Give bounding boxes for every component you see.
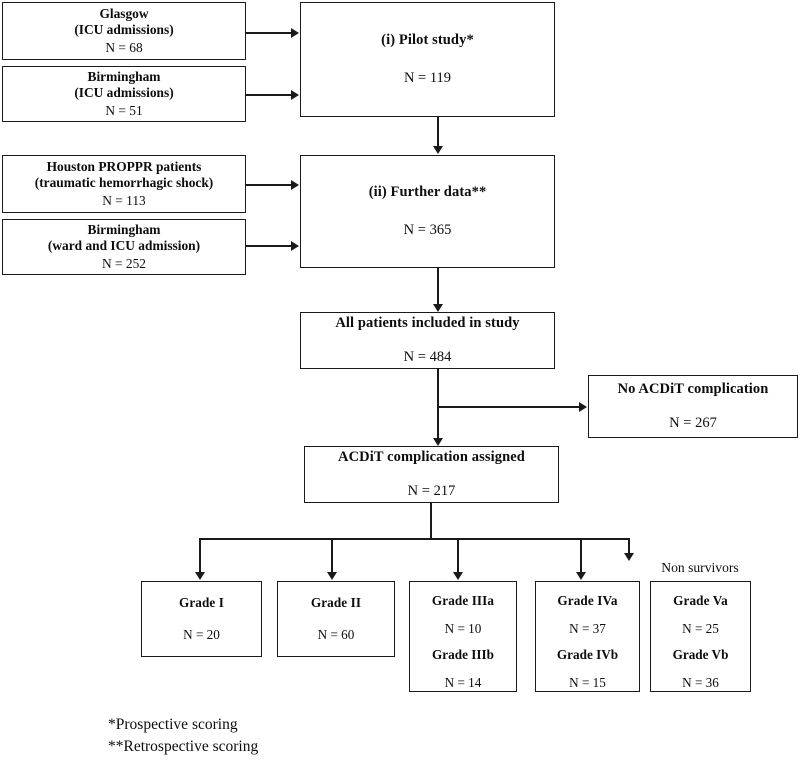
grade-box-grade-2: Grade II N = 60 <box>277 581 395 657</box>
total-title: All patients included in study <box>335 314 520 331</box>
source-line1: Glasgow <box>99 5 149 21</box>
arrowhead-down-icon <box>432 438 443 446</box>
connector-birmingham-icu-to-pilot <box>246 94 291 96</box>
grade-sub-count: N = 36 <box>682 674 719 690</box>
grade-sub-count: N = 14 <box>444 674 482 690</box>
arrowhead-down-icon <box>575 572 586 580</box>
grade-sub-count: N = 15 <box>569 674 606 690</box>
arrowhead-right-icon <box>291 240 299 251</box>
connector-further-data-to-all-patients <box>437 268 439 304</box>
connector-drop-grade-5 <box>628 538 630 553</box>
total-count: N = 484 <box>403 348 452 365</box>
source-line2: (ICU admissions) <box>74 85 174 101</box>
grade-distribution-bar <box>199 538 629 540</box>
source-line2: (ICU admissions) <box>74 22 174 38</box>
source-box-houston-proppr: Houston PROPPR patients (traumatic hemor… <box>2 155 246 213</box>
connector-birmingham-ward-to-further-data <box>246 245 291 247</box>
grade-box-grade-3: Grade IIIa N = 10 Grade IIIb N = 14 <box>409 581 517 692</box>
arrowhead-down-icon <box>194 572 205 580</box>
total-title: No ACDiT complication <box>617 380 769 397</box>
total-count: N = 267 <box>669 414 717 431</box>
grade-title: Grade Va <box>673 593 728 608</box>
arrowhead-right-icon <box>291 89 299 100</box>
source-count: N = 68 <box>105 39 143 55</box>
total-box-all-patients: All patients included in study N = 484 <box>300 312 555 369</box>
source-line1: Houston PROPPR patients <box>46 158 202 174</box>
arrowhead-down-icon <box>432 146 443 154</box>
cohort-box-pilot-study: (i) Pilot study* N = 119 <box>300 2 555 117</box>
arrowhead-right-icon <box>291 27 299 38</box>
source-box-birmingham-icu: Birmingham (ICU admissions) N = 51 <box>2 66 246 122</box>
footnote-prospective: *Prospective scoring <box>108 716 238 733</box>
arrowhead-down-icon <box>452 572 463 580</box>
grade-title: Grade IVa <box>557 593 618 608</box>
connector-drop-grade-3 <box>457 538 459 572</box>
source-line1: Birmingham <box>87 221 161 237</box>
source-line1: Birmingham <box>87 68 161 84</box>
connector-houston-to-further-data <box>246 184 291 186</box>
source-count: N = 252 <box>101 255 146 271</box>
connector-drop-grade-1 <box>199 538 201 572</box>
grade-box-grade-5: Grade Va N = 25 Grade Vb N = 36 <box>650 581 751 692</box>
non-survivors-label: Non survivors <box>661 560 739 575</box>
connector-complication-to-grades <box>430 503 432 539</box>
connector-pilot-to-further-data <box>437 117 439 146</box>
source-box-glasgow: Glasgow (ICU admissions) N = 68 <box>2 2 246 60</box>
arrowhead-right-icon <box>291 179 299 190</box>
grade-title: Grade IIIa <box>431 593 495 608</box>
total-box-no-complication: No ACDiT complication N = 267 <box>588 375 798 438</box>
arrowhead-down-icon <box>623 553 634 561</box>
source-line2: (traumatic hemorrhagic shock) <box>34 175 214 191</box>
source-box-birmingham-ward-icu: Birmingham (ward and ICU admission) N = … <box>2 219 246 275</box>
grade-count: N = 25 <box>682 620 719 636</box>
footnotes: *Prospective scoring **Retrospective sco… <box>108 714 258 758</box>
grade-box-grade-4: Grade IVa N = 37 Grade IVb N = 15 <box>535 581 640 692</box>
total-count: N = 217 <box>407 482 456 499</box>
source-count: N = 113 <box>102 192 146 208</box>
total-title: ACDiT complication assigned <box>338 448 525 465</box>
cohort-box-further-data: (ii) Further data** N = 365 <box>300 155 555 268</box>
cohort-count: N = 365 <box>403 221 452 238</box>
grade-sub-title: Grade IVb <box>556 647 619 663</box>
connector-drop-grade-4 <box>580 538 582 572</box>
grade-count: N = 60 <box>317 627 355 642</box>
grade-title: Grade I <box>178 594 225 610</box>
grade-count: N = 20 <box>183 627 220 642</box>
arrowhead-down-icon <box>326 572 337 580</box>
arrowhead-right-icon <box>579 401 587 412</box>
source-count: N = 51 <box>105 102 143 118</box>
grade-sub-title: Grade IIIb <box>432 647 494 663</box>
cohort-title: (i) Pilot study* <box>381 31 474 48</box>
connector-glasgow-to-pilot <box>246 32 291 34</box>
connector-to-no-complication <box>437 406 579 408</box>
total-box-complication-assigned: ACDiT complication assigned N = 217 <box>304 446 559 503</box>
connector-all-patients-stem <box>437 369 439 438</box>
grade-box-grade-1: Grade I N = 20 <box>141 581 262 657</box>
grade-title: Grade II <box>310 594 362 610</box>
footnote-retrospective: **Retrospective scoring <box>108 738 259 755</box>
cohort-title: (ii) Further data** <box>368 183 487 200</box>
connector-drop-grade-2 <box>331 538 333 572</box>
grade-sub-title: Grade Vb <box>672 647 729 663</box>
cohort-count: N = 119 <box>403 69 452 86</box>
source-line2: (ward and ICU admission) <box>47 238 201 254</box>
grade-count: N = 37 <box>569 620 606 636</box>
arrowhead-down-icon <box>432 304 443 312</box>
grade-count: N = 10 <box>444 620 482 636</box>
